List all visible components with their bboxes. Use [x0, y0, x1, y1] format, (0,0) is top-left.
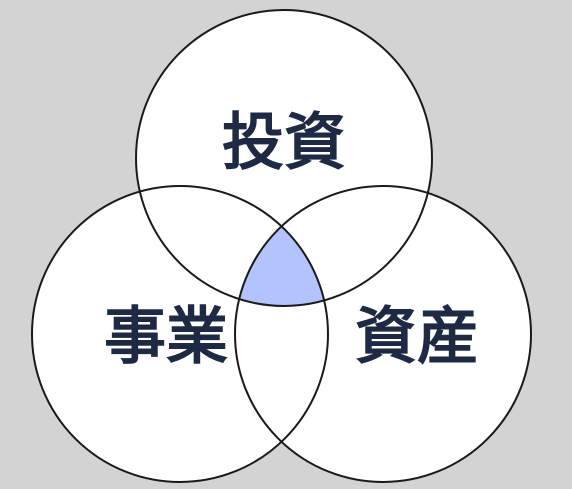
circle-invest-outline	[135, 9, 433, 307]
label-business: 事業	[104, 300, 228, 373]
label-assets: 資産	[355, 300, 479, 373]
circle-assets-outline	[234, 185, 532, 483]
circle-business-outline	[31, 185, 329, 483]
label-invest: 投資	[222, 106, 346, 179]
